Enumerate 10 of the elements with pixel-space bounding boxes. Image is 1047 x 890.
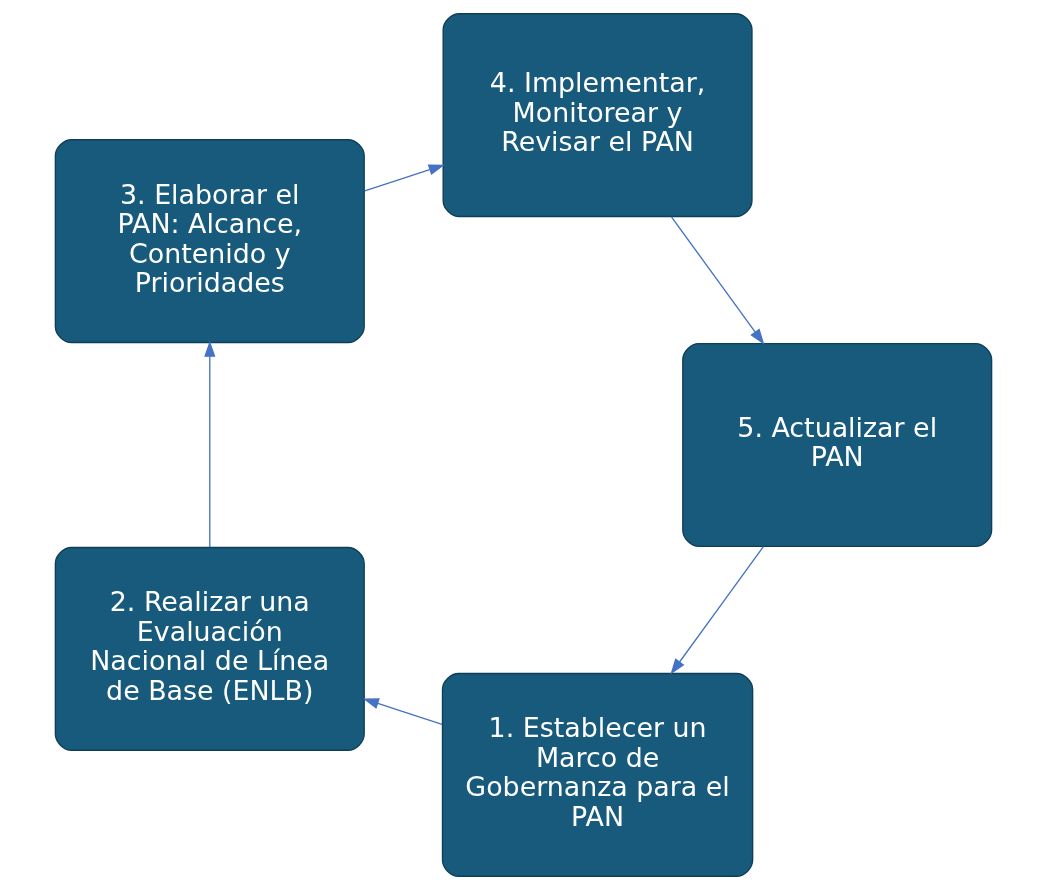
arrow (364, 164, 445, 192)
arrow (362, 698, 443, 725)
node-box: 1. Establecer un Marco de Gobernanza para el PAN (441, 672, 754, 877)
arrow (204, 340, 216, 548)
node-box: 4. Implementar, Monitorear y Revisar el PAN (442, 13, 753, 218)
node-box: 5. Actualizar el PAN (682, 342, 993, 548)
arrow (670, 216, 765, 345)
arrow (670, 546, 765, 675)
node-box: 2. Realizar una Evaluación Nacional de Línea de Base (ENLB) (54, 546, 365, 751)
node-box: 3. Elaborar el PAN: Alcance, Contenido y Prioridades (54, 139, 365, 344)
